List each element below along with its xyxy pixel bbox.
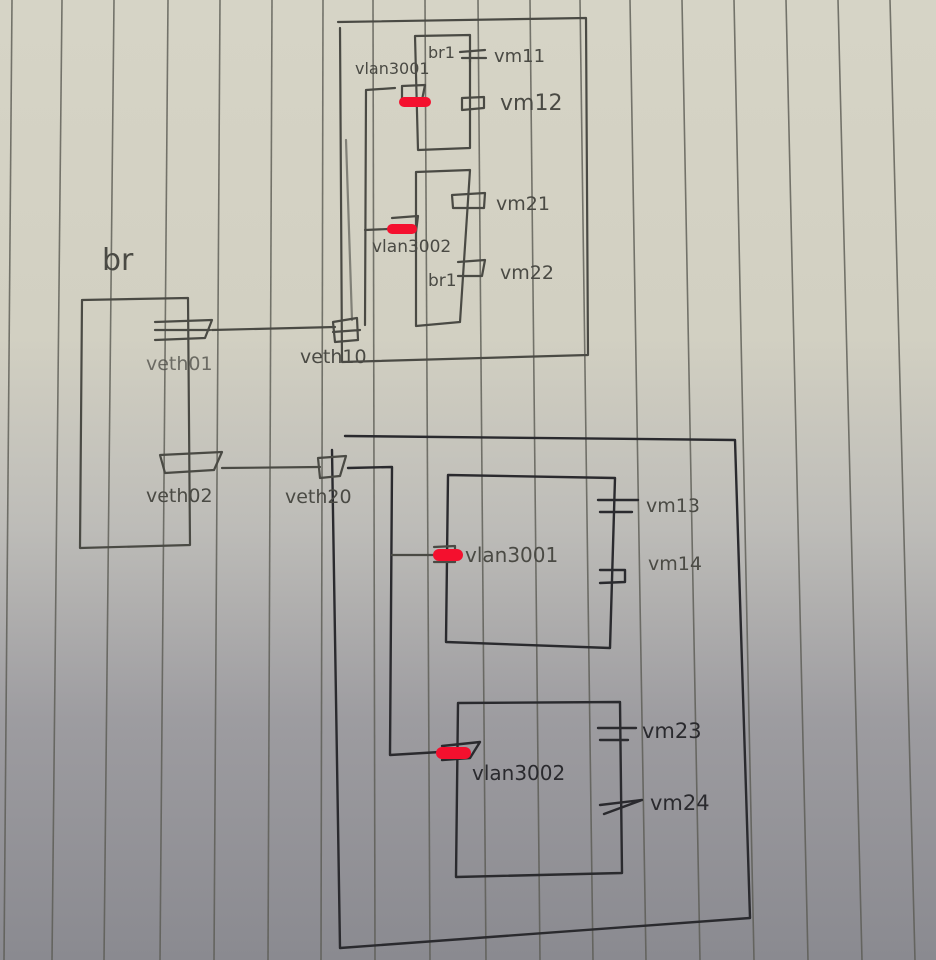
vm-label-vm24: vm24 (650, 791, 710, 815)
port-veth01: veth01 (146, 318, 214, 375)
vm-label-vm14: vm14 (648, 553, 702, 575)
central-bridge-label: br (102, 243, 134, 278)
host1-bridge-2: vlan3002 br1 vm21 vm22 (372, 168, 554, 328)
host2-bridge-2: vlan3002 vm23 vm24 (436, 700, 710, 879)
vm-label-vm11: vm11 (494, 46, 545, 67)
port-veth01-label: veth01 (146, 353, 213, 375)
link-veth01-veth10 (210, 325, 337, 332)
highlight-mark (399, 97, 431, 107)
port-veth10-label: veth10 (300, 346, 367, 368)
highlight-mark (433, 549, 463, 561)
host1-bridge2-label: br1 (428, 271, 457, 291)
highlight-mark (436, 747, 471, 759)
host2-vlan3002-label: vlan3002 (472, 761, 565, 785)
port-veth02: veth02 (146, 450, 224, 507)
host2-bridge-1: vlan3001 vm13 vm14 (432, 473, 702, 650)
host-2: veth20 vlan3001 vm13 vm14 vlan3002 vm23 … (285, 434, 752, 950)
host1-bridge-1: br1 vlan3001 vm11 vm12 (355, 33, 562, 152)
port-veth02-label: veth02 (146, 485, 213, 507)
host1-bridge1-label: br1 (428, 43, 455, 62)
vm-label-vm22: vm22 (500, 262, 554, 284)
vm-label-vm23: vm23 (642, 719, 702, 743)
host2-vlan3001-label: vlan3001 (465, 543, 558, 567)
vm-label-vm13: vm13 (646, 495, 700, 517)
link-veth02-veth20 (220, 465, 322, 470)
highlight-mark (387, 224, 417, 234)
central-bridge: br veth01 veth02 (78, 243, 224, 550)
host-1: veth10 br1 vlan3001 vm11 vm12 vlan3002 b… (300, 16, 590, 368)
host1-vlan3002-label: vlan3002 (372, 237, 451, 257)
ruled-lines (3, 0, 916, 960)
port-veth20-label: veth20 (285, 486, 352, 508)
vm-label-vm21: vm21 (496, 193, 550, 215)
vm-label-vm12: vm12 (500, 91, 562, 116)
host1-vlan3001-label: vlan3001 (355, 59, 430, 78)
